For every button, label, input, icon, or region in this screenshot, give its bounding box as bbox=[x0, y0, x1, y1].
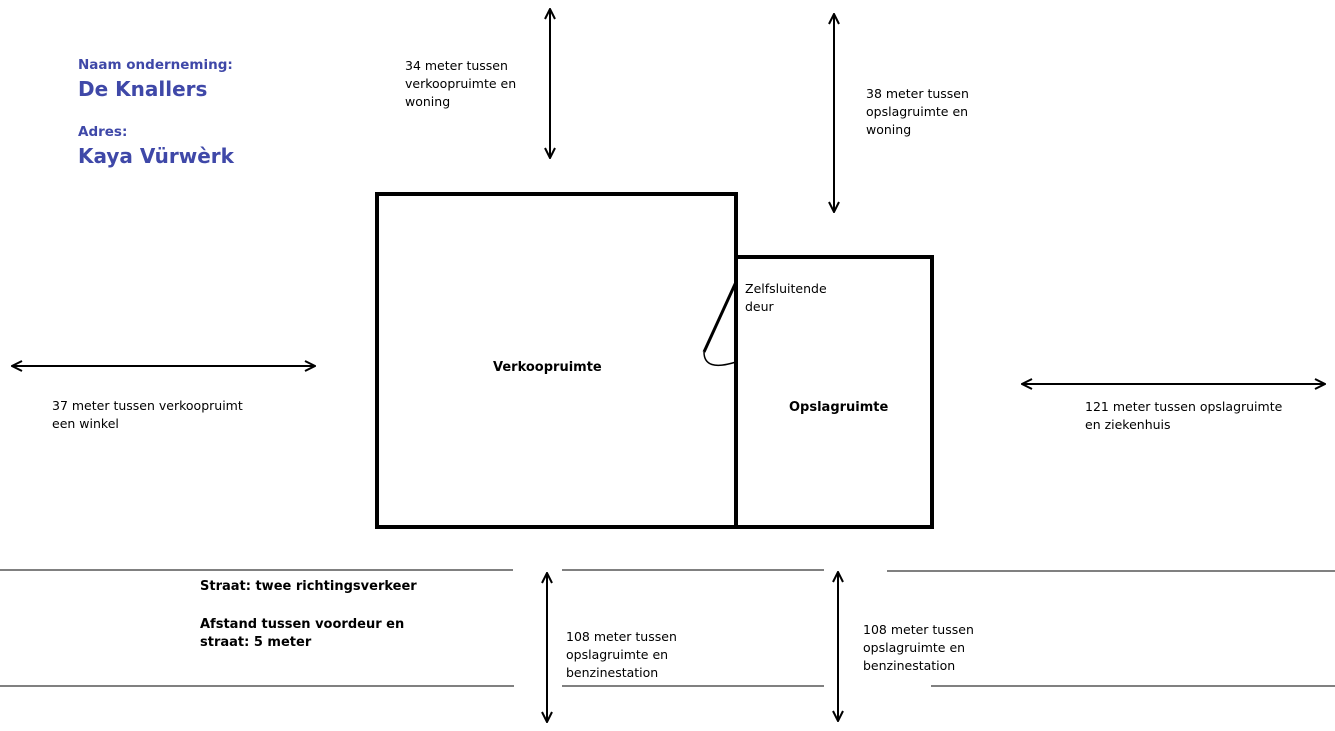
distance-sales-home: 34 meter tussen verkoopruimte en woning bbox=[405, 58, 517, 109]
door-label: Zelfsluitende deur bbox=[745, 281, 827, 314]
street-distance-label: Afstand tussen voordeur en straat: 5 met… bbox=[200, 617, 405, 650]
street-type-label: Straat: twee richtingsverkeer bbox=[200, 579, 417, 594]
door-leaf bbox=[702, 281, 738, 353]
distance-storage-home: 38 meter tussen opslagruimte en woning bbox=[866, 86, 969, 137]
distance-gas-station-1: 108 meter tussen opslagruimte en benzine… bbox=[566, 629, 677, 680]
distance-gas-station-2: 108 meter tussen opslagruimte en benzine… bbox=[863, 622, 974, 673]
address-value: Kaya Vürwèrk bbox=[78, 144, 234, 168]
door-swing-arc bbox=[703, 351, 737, 367]
storage-room-label: Opslagruimte bbox=[789, 400, 889, 415]
distance-storage-hospital: 121 meter tussen opslagruimte en ziekenh… bbox=[1085, 399, 1283, 432]
company-name-label: Naam onderneming: bbox=[78, 57, 233, 73]
sales-room-label: Verkoopruimte bbox=[493, 360, 602, 375]
storage-room bbox=[734, 255, 934, 529]
address-label: Adres: bbox=[78, 124, 128, 140]
distance-sales-shop: 37 meter tussen verkoopruimt een winkel bbox=[52, 398, 243, 431]
company-name-value: De Knallers bbox=[78, 77, 208, 101]
